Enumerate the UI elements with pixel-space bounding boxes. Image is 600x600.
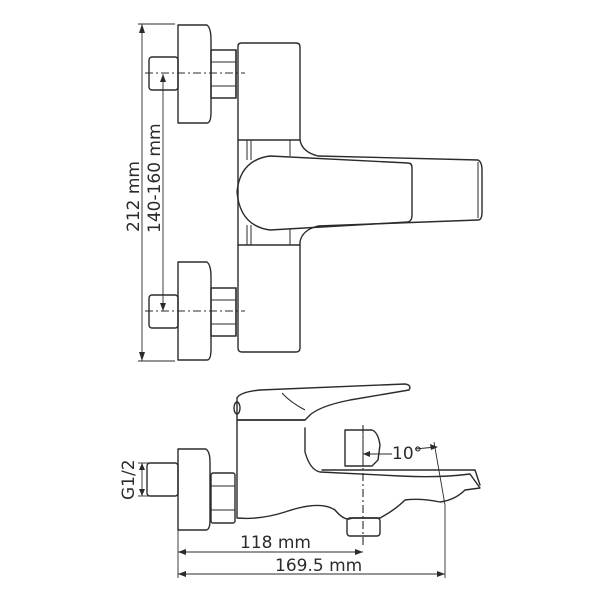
lever-handle-front bbox=[236, 155, 479, 231]
side-view: G1/2 bbox=[119, 383, 481, 578]
dimension-118 bbox=[178, 549, 363, 555]
thread-dimension bbox=[138, 462, 152, 497]
upper-connection bbox=[145, 24, 245, 124]
front-view: 212 mm 140-160 mm bbox=[124, 23, 483, 362]
angle-label: 10° bbox=[392, 444, 422, 464]
angle-dimension bbox=[363, 441, 446, 506]
depth-118-label: 118 mm bbox=[240, 533, 311, 553]
depth-169-5-label: 169.5 mm bbox=[275, 556, 362, 576]
lower-connection bbox=[145, 261, 245, 361]
mixer-body bbox=[237, 42, 483, 353]
spacing-label: 140-160 mm bbox=[145, 123, 165, 233]
height-dimension-212 bbox=[138, 23, 175, 362]
dimension-169-5 bbox=[178, 571, 445, 577]
thread-label: G1/2 bbox=[119, 459, 139, 500]
spacing-dimension-140-160 bbox=[160, 74, 166, 311]
side-connection bbox=[146, 448, 236, 531]
height-label: 212 mm bbox=[124, 161, 144, 232]
side-body bbox=[233, 383, 481, 537]
